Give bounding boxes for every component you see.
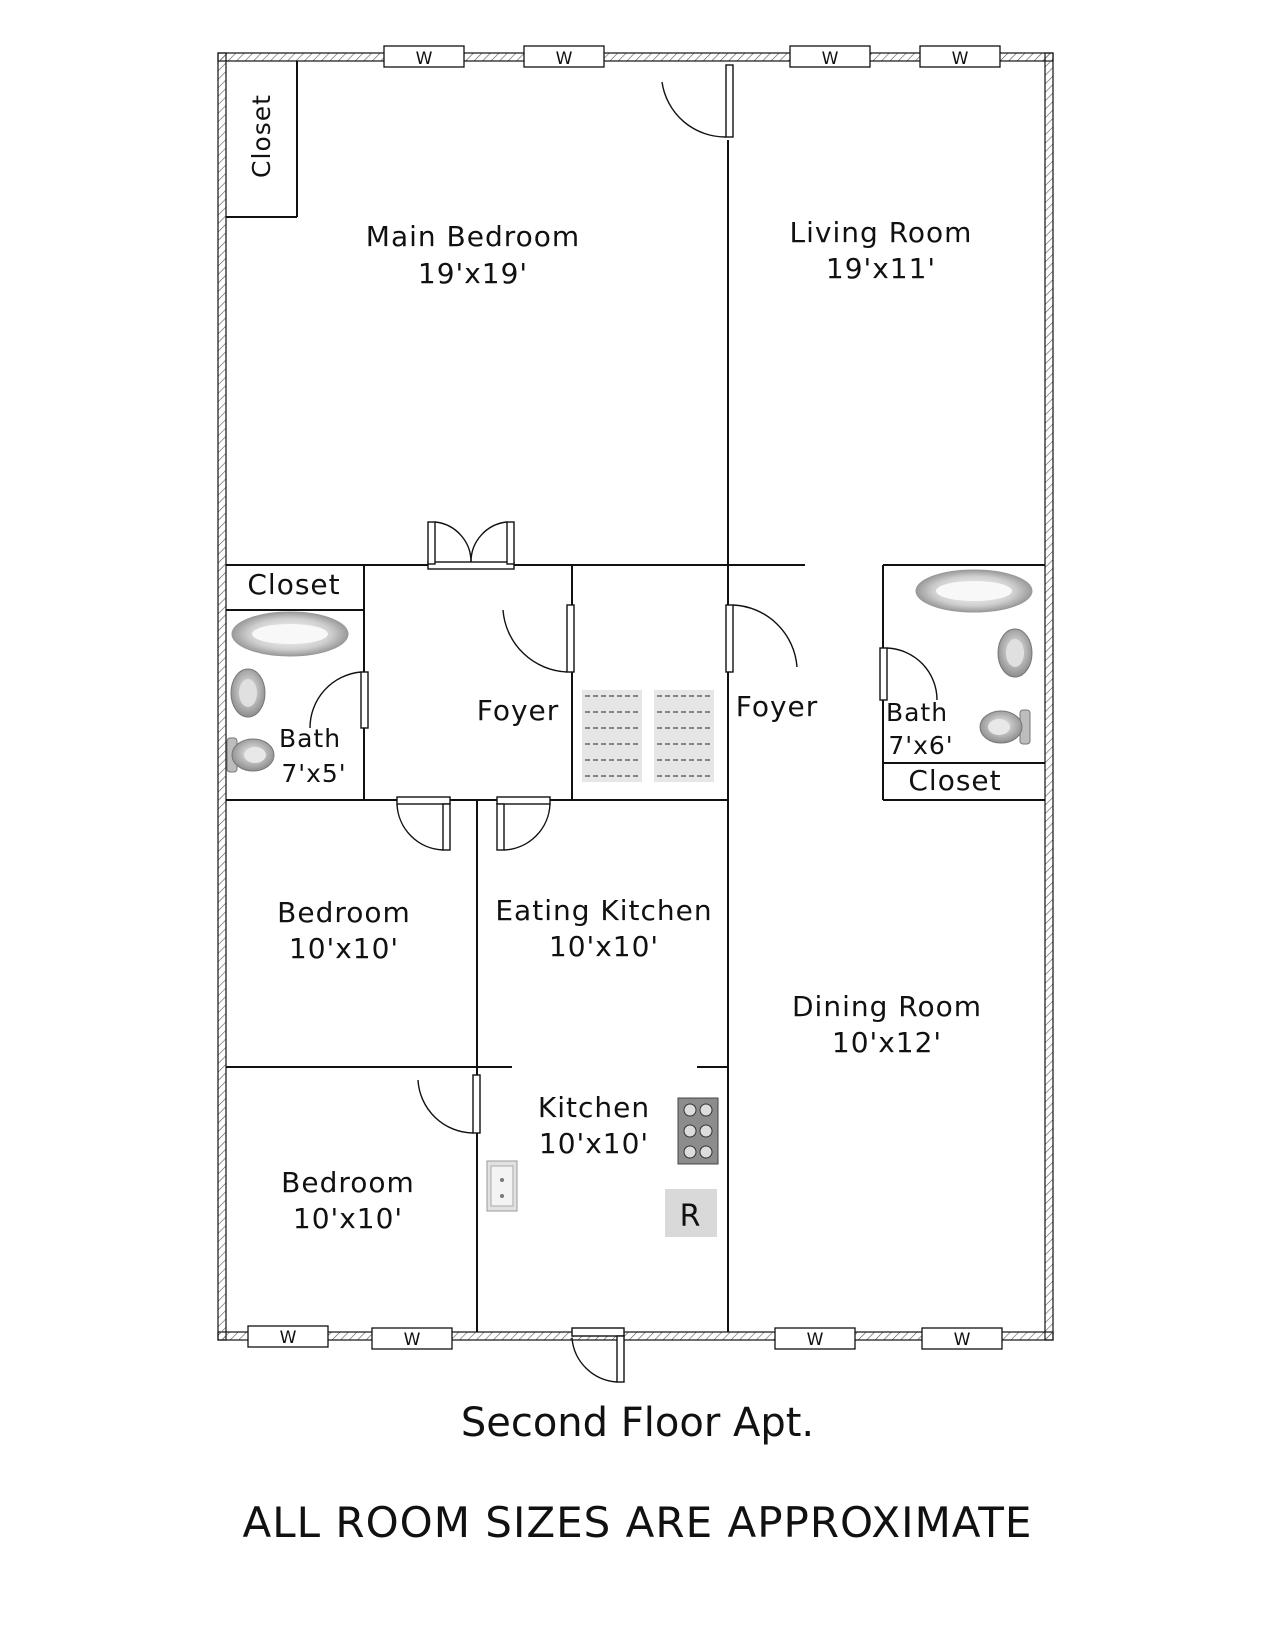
svg-text:W: W (404, 1330, 421, 1350)
tub-icon (915, 569, 1033, 613)
main-bedroom-name: Main Bedroom (366, 220, 580, 253)
living-room-name: Living Room (790, 216, 973, 249)
eating-kitchen-name: Eating Kitchen (495, 894, 712, 927)
door-right-foyer (725, 604, 798, 673)
bedroom-2-name: Bedroom (281, 1166, 415, 1199)
foyer-right-label: Foyer (736, 690, 819, 723)
foyer-left-label: Foyer (477, 694, 560, 727)
svg-text:W: W (280, 1328, 297, 1348)
dining-room-size: 10'x12' (832, 1026, 942, 1059)
washbasin-icon (997, 628, 1033, 678)
bedroom-1-name: Bedroom (277, 896, 411, 929)
door-eating-kitchen (496, 796, 551, 851)
bedroom-1-size: 10'x10' (289, 932, 399, 965)
window-top-4: W (919, 45, 1001, 69)
window-bottom-2: W (371, 1327, 453, 1350)
bath-right-size: 7'x6' (888, 731, 953, 760)
sink-icon (486, 1160, 518, 1212)
living-room-size: 19'x11' (826, 252, 936, 285)
door-main-bedroom (661, 64, 734, 138)
window-bottom-4: W (921, 1327, 1003, 1350)
toilet-icon (226, 737, 275, 773)
window-top-2: W (523, 45, 605, 69)
svg-text:W: W (952, 49, 969, 69)
door-bedroom-1 (396, 796, 451, 851)
doors (309, 64, 938, 1383)
eating-kitchen-size: 10'x10' (549, 930, 659, 963)
window-top-1: W (383, 45, 465, 69)
door-kitchen-exterior (571, 1327, 625, 1383)
window-bottom-1: W (247, 1325, 329, 1348)
room-labels: Closet Main Bedroom 19'x19' Living Room … (247, 94, 1001, 1235)
stove-icon (677, 1097, 719, 1165)
dining-room-name: Dining Room (792, 990, 982, 1023)
exterior-wall (217, 52, 1054, 1341)
main-bedroom-size: 19'x19' (418, 257, 528, 290)
bath-right-name: Bath (886, 698, 948, 727)
interior-walls (226, 61, 1045, 1332)
svg-text:W: W (807, 1330, 824, 1350)
kitchen-name: Kitchen (538, 1091, 650, 1124)
door-double-main-bedroom (427, 521, 515, 570)
closet-right-label: Closet (908, 764, 1001, 797)
svg-text:W: W (954, 1330, 971, 1350)
windows: W W W W W W W W (247, 45, 1003, 1350)
closet-left-label: Closet (247, 568, 340, 601)
approximate-sizes-note: ALL ROOM SIZES ARE APPROXIMATE (242, 1498, 1033, 1547)
closet-main-label: Closet (247, 94, 276, 178)
refrigerator-label: R (680, 1199, 701, 1234)
svg-text:W: W (822, 49, 839, 69)
bath-left-size: 7'x5' (281, 759, 346, 788)
window-bottom-3: W (774, 1327, 856, 1350)
bedroom-2-size: 10'x10' (293, 1202, 403, 1235)
door-bedroom-2 (417, 1074, 481, 1134)
toilet-icon (979, 709, 1031, 745)
door-foyer-stairs (502, 604, 575, 673)
page-title: Second Floor Apt. (460, 1400, 815, 1446)
bath-left-name: Bath (279, 724, 341, 753)
svg-text:W: W (416, 49, 433, 69)
svg-text:W: W (556, 49, 573, 69)
door-bath-left (309, 671, 369, 729)
door-bath-right (879, 647, 938, 701)
refrigerator-icon: R (665, 1189, 717, 1237)
fixtures: R (226, 569, 1033, 1237)
washbasin-icon (230, 668, 266, 718)
window-top-3: W (789, 45, 871, 69)
kitchen-size: 10'x10' (539, 1127, 649, 1160)
stairs (582, 690, 714, 782)
tub-icon (231, 611, 349, 657)
